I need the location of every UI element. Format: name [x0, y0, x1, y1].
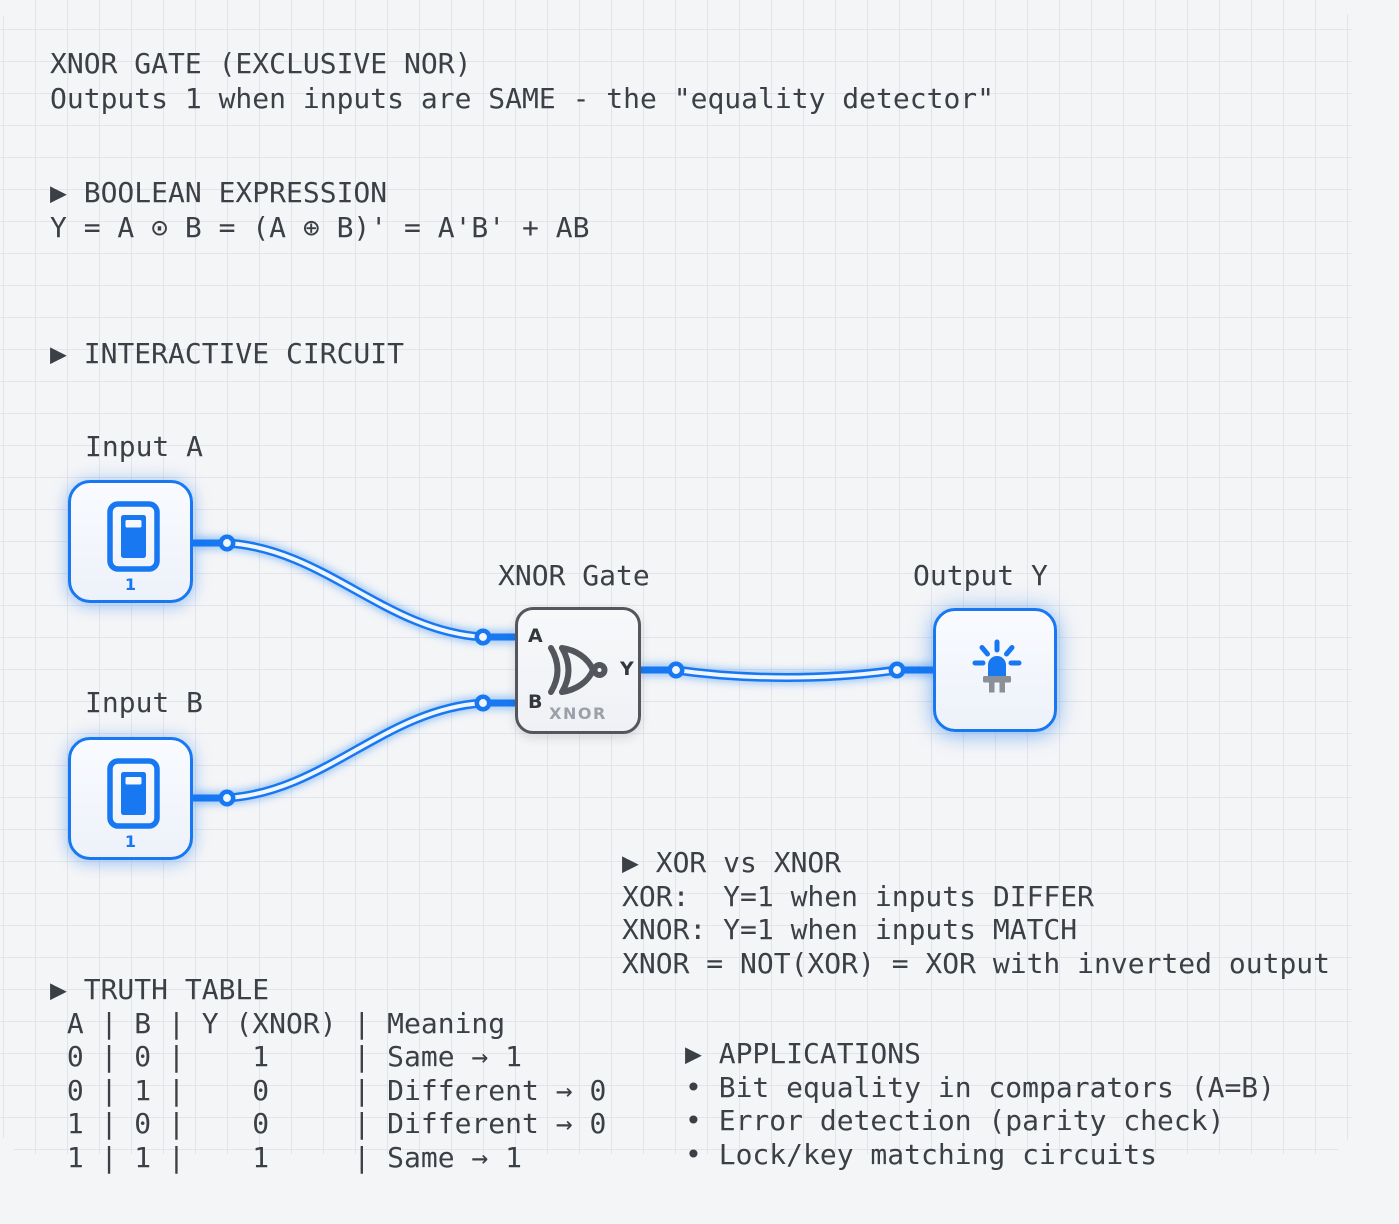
input-a-value: 1 [124, 575, 137, 594]
truth-table-header-row: A | B | Y (XNOR) | Meaning [50, 1006, 506, 1040]
comparison-line: XNOR: Y=1 when inputs MATCH [622, 913, 1078, 947]
output-led-node [933, 608, 1057, 732]
truth-table-row: 0 | 1 | 0 | Different → 0 [50, 1073, 607, 1107]
xnor-gate-symbol-icon [545, 644, 609, 696]
truth-table-row: 1 | 0 | 0 | Different → 0 [50, 1107, 607, 1141]
xor-vs-xnor-block: ▶ XOR vs XNOR XOR: Y=1 when inputs DIFFE… [622, 846, 1330, 980]
application-item: • Bit equality in comparators (A=B) [685, 1070, 1276, 1104]
toggle-switch-icon [107, 758, 160, 829]
boolean-heading: ▶ BOOLEAN EXPRESSION [50, 176, 388, 209]
input-b-switch[interactable]: 1 [68, 737, 193, 860]
xnor-gate-label: XNOR Gate [498, 559, 650, 592]
gate-pin-y: Y [620, 658, 634, 680]
comparison-line: XOR: Y=1 when inputs DIFFER [622, 879, 1095, 913]
truth-table: ▶ TRUTH TABLE A | B | Y (XNOR) | Meaning… [50, 973, 606, 1175]
input-b-value: 1 [124, 832, 137, 851]
page-header: XNOR GATE (EXCLUSIVE NOR) Outputs 1 when… [50, 46, 994, 116]
input-a-label: Input A [85, 430, 204, 463]
input-b-label: Input B [85, 686, 204, 719]
application-item: • Lock/key matching circuits [685, 1137, 1158, 1171]
page-subtitle: Outputs 1 when inputs are SAME - the "eq… [50, 82, 995, 115]
comparison-line: XNOR = NOT(XOR) = XOR with inverted outp… [622, 946, 1331, 980]
truth-table-heading: ▶ TRUTH TABLE [50, 973, 270, 1006]
applications-block: ▶ APPLICATIONS • Bit equality in compara… [685, 1037, 1275, 1171]
truth-table-row: 0 | 0 | 1 | Same → 1 [50, 1040, 523, 1074]
input-a-switch[interactable]: 1 [68, 480, 193, 603]
truth-table-row: 1 | 1 | 1 | Same → 1 [50, 1140, 523, 1174]
interactive-circuit-heading: ▶ INTERACTIVE CIRCUIT [50, 337, 405, 370]
boolean-expression-block: ▶ BOOLEAN EXPRESSION Y = A ⊙ B = (A ⊕ B)… [50, 175, 589, 245]
boolean-formula: Y = A ⊙ B = (A ⊕ B)' = A'B' + AB [50, 211, 590, 244]
applications-heading: ▶ APPLICATIONS [685, 1037, 922, 1070]
gate-name-label: XNOR [549, 704, 607, 723]
output-y-label: Output Y [913, 559, 1048, 592]
application-item: • Error detection (parity check) [685, 1104, 1225, 1138]
toggle-switch-icon [107, 501, 160, 572]
gate-pin-b: B [528, 691, 543, 713]
gate-pin-a: A [528, 625, 543, 647]
led-on-icon [972, 639, 1022, 695]
page-title: XNOR GATE (EXCLUSIVE NOR) [50, 47, 472, 80]
comparison-heading: ▶ XOR vs XNOR [622, 846, 842, 879]
xnor-gate-node: A B Y XNOR [515, 607, 641, 734]
